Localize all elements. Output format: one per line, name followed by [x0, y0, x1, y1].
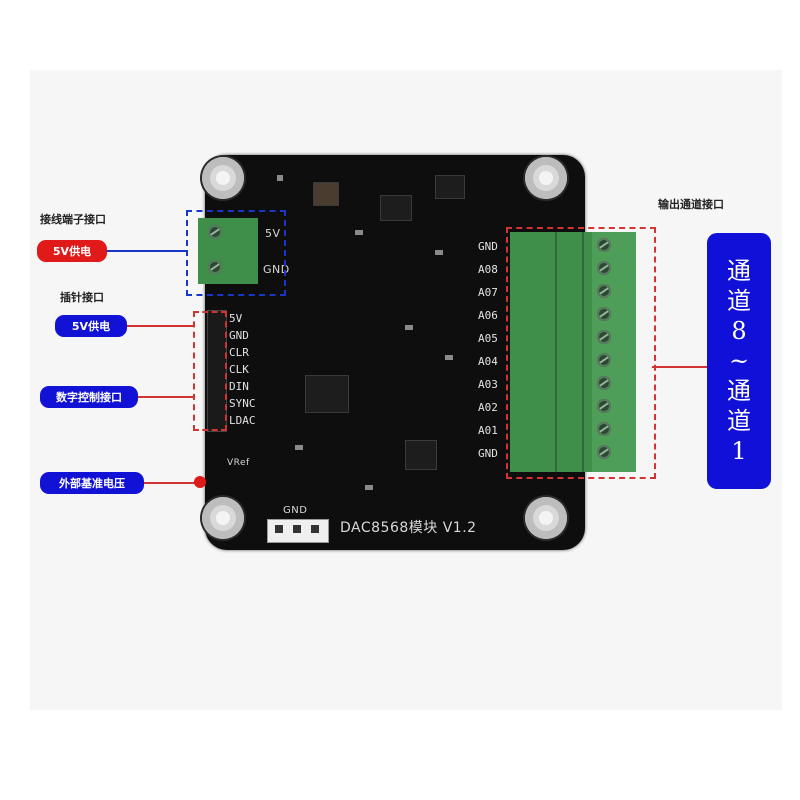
output-screw: [597, 307, 611, 321]
badge-char: 8: [731, 317, 747, 345]
dac-chip: [305, 375, 349, 413]
output-screw: [597, 422, 611, 436]
label-pin-header-port: 插针接口: [60, 291, 104, 304]
badge-char: 通: [727, 377, 751, 405]
badge-char: 1: [731, 437, 747, 465]
connector-line: [144, 482, 196, 484]
header-pin-clr: CLR: [229, 346, 249, 359]
smd-pad: [435, 250, 443, 255]
bottom-pin: [311, 525, 319, 533]
mount-hole-top-left: [202, 157, 244, 199]
output-screw: [597, 261, 611, 275]
out-pin-a08: A08: [478, 263, 498, 276]
mount-hole-bottom-left: [202, 497, 244, 539]
connector-line: [107, 250, 187, 252]
out-pin-a02: A02: [478, 401, 498, 414]
out-pin-gnd-top: GND: [478, 240, 498, 253]
out-pin-a03: A03: [478, 378, 498, 391]
label-terminal-power: 5V供电: [37, 240, 107, 262]
out-pin-a06: A06: [478, 309, 498, 322]
output-screw: [597, 330, 611, 344]
label-pin-power: 5V供电: [55, 315, 127, 337]
header-pin-gnd: GND: [229, 329, 249, 342]
output-screw: [597, 376, 611, 390]
silk-terminal-gnd: GND: [263, 263, 290, 276]
smd-pad: [295, 445, 303, 450]
header-pin-clk: CLK: [229, 363, 249, 376]
channel-range-badge: 通 道 8 ~ 通 道 1: [707, 233, 771, 489]
output-screw: [597, 399, 611, 413]
header-pin-sync: SYNC: [229, 397, 256, 410]
output-screw: [597, 238, 611, 252]
silk-vref: VRef: [227, 458, 250, 468]
smd-pad: [277, 175, 283, 181]
board-title: DAC8568模块 V1.2: [340, 520, 477, 536]
output-screw: [597, 445, 611, 459]
bottom-pin: [293, 525, 301, 533]
terminal-divider: [555, 232, 557, 472]
mount-hole-top-right: [525, 157, 567, 199]
label-digital-control: 数字控制接口: [40, 386, 138, 408]
regulator-chip: [380, 195, 412, 221]
smd-pad: [355, 230, 363, 235]
silk-terminal-5v: 5V: [265, 227, 281, 240]
terminal-screw-gnd: [208, 260, 222, 274]
terminal-divider: [582, 232, 584, 472]
silk-bottom-gnd: GND: [283, 505, 308, 516]
connector-line: [138, 396, 195, 398]
badge-char: 道: [727, 407, 751, 435]
out-pin-a04: A04: [478, 355, 498, 368]
reference-chip: [405, 440, 437, 470]
smd-pad: [365, 485, 373, 490]
vref-marker-dot: [194, 476, 206, 488]
header-pin-5v: 5V: [229, 312, 243, 325]
output-screw: [597, 284, 611, 298]
label-terminal-port: 接线端子接口: [40, 213, 106, 226]
output-highlight-box: [506, 227, 656, 479]
connector-line: [127, 325, 195, 327]
badge-char: 道: [727, 287, 751, 315]
header-pin-din: DIN: [229, 380, 249, 393]
out-pin-a05: A05: [478, 332, 498, 345]
out-pin-gnd-bottom: GND: [478, 447, 498, 460]
connector-line: [652, 366, 708, 368]
label-output-port: 输出通道接口: [658, 198, 724, 211]
component-crystal: [313, 182, 339, 206]
pin-header-highlight-box: [193, 311, 227, 431]
label-external-ref: 外部基准电压: [40, 472, 144, 494]
out-pin-a07: A07: [478, 286, 498, 299]
output-screw: [597, 353, 611, 367]
bottom-pin: [275, 525, 283, 533]
smd-pad: [405, 325, 413, 330]
terminal-highlight-box: [186, 210, 286, 296]
badge-char: ~: [728, 347, 750, 375]
component-ic: [435, 175, 465, 199]
out-pin-a01: A01: [478, 424, 498, 437]
badge-char: 通: [727, 257, 751, 285]
smd-pad: [445, 355, 453, 360]
header-pin-ldac: LDAC: [229, 414, 256, 427]
terminal-screw-5v: [208, 225, 222, 239]
mount-hole-bottom-right: [525, 497, 567, 539]
